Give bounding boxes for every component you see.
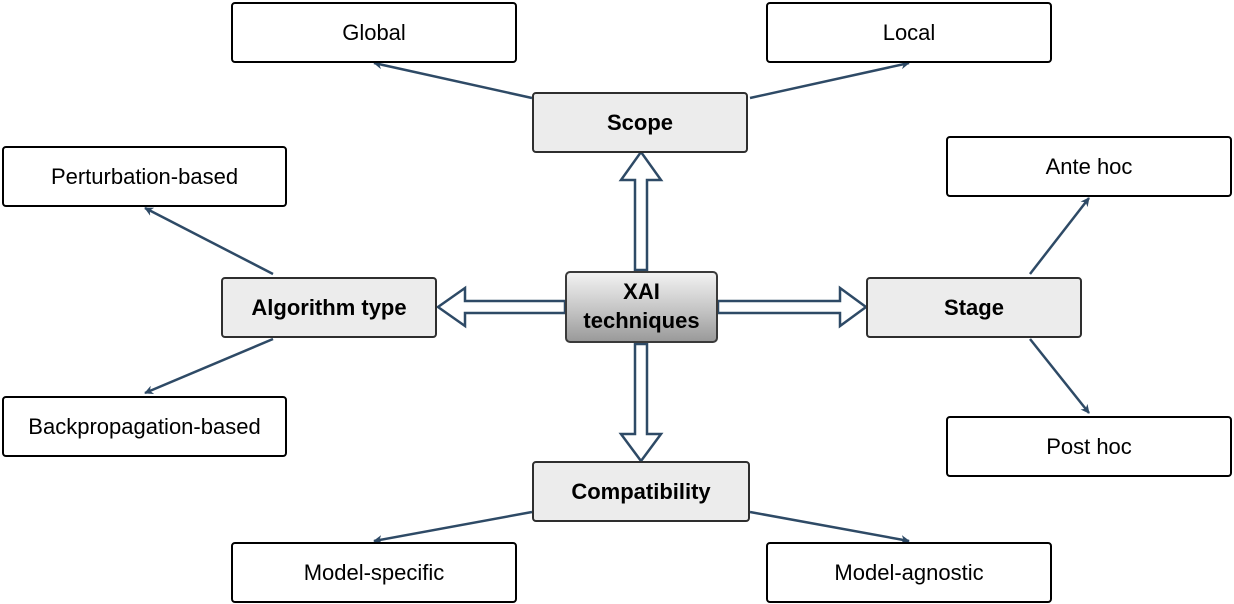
hollow-arrow-left-to-algorithm-type <box>435 285 567 329</box>
leaf-global-label: Global <box>342 19 406 45</box>
leaf-backpropagation-based: Backpropagation-based <box>2 396 287 457</box>
category-stage: Stage <box>866 277 1082 338</box>
leaf-model-agnostic-label: Model-agnostic <box>834 559 984 585</box>
category-stage-label: Stage <box>944 294 1004 320</box>
leaf-global: Global <box>231 2 517 63</box>
connector-compatibility-to-model-agnostic <box>749 510 910 544</box>
leaf-model-specific: Model-specific <box>231 542 517 603</box>
leaf-post-hoc-label: Post hoc <box>1046 433 1132 459</box>
connector-compatibility-to-model-specific <box>373 510 533 544</box>
leaf-post-hoc: Post hoc <box>946 416 1232 477</box>
connector-scope-to-local <box>749 60 910 100</box>
center-label-line1: XAI <box>623 279 660 305</box>
connector-stage-to-post-hoc <box>1029 338 1090 414</box>
center-label-line2: techniques <box>583 308 700 333</box>
category-compatibility-label: Compatibility <box>571 478 711 504</box>
category-scope-label: Scope <box>606 109 674 135</box>
connector-algorithm-to-perturbation <box>144 206 274 276</box>
category-compatibility: Compatibility <box>532 461 750 522</box>
connector-algorithm-to-backpropagation <box>144 337 274 395</box>
category-scope: Scope <box>532 92 748 153</box>
leaf-local-label: Local <box>882 19 936 45</box>
leaf-model-specific-label: Model-specific <box>303 559 445 585</box>
hollow-arrow-down-to-compatibility <box>618 342 664 464</box>
leaf-ante-hoc-label: Ante hoc <box>1045 153 1133 179</box>
connector-stage-to-ante-hoc <box>1029 197 1090 275</box>
leaf-model-agnostic: Model-agnostic <box>766 542 1052 603</box>
category-algorithm-type: Algorithm type <box>221 277 437 338</box>
leaf-ante-hoc: Ante hoc <box>946 136 1232 197</box>
category-algorithm-type-label: Algorithm type <box>251 294 407 320</box>
center-xai-techniques: XAI techniques <box>565 271 718 343</box>
leaf-perturbation-based-label: Perturbation-based <box>50 163 239 189</box>
hollow-arrow-right-to-stage <box>716 285 869 329</box>
leaf-perturbation-based: Perturbation-based <box>2 146 287 207</box>
leaf-backpropagation-based-label: Backpropagation-based <box>28 413 261 439</box>
leaf-local: Local <box>766 2 1052 63</box>
connector-scope-to-global <box>373 60 533 100</box>
hollow-arrow-up-to-scope <box>618 149 664 272</box>
